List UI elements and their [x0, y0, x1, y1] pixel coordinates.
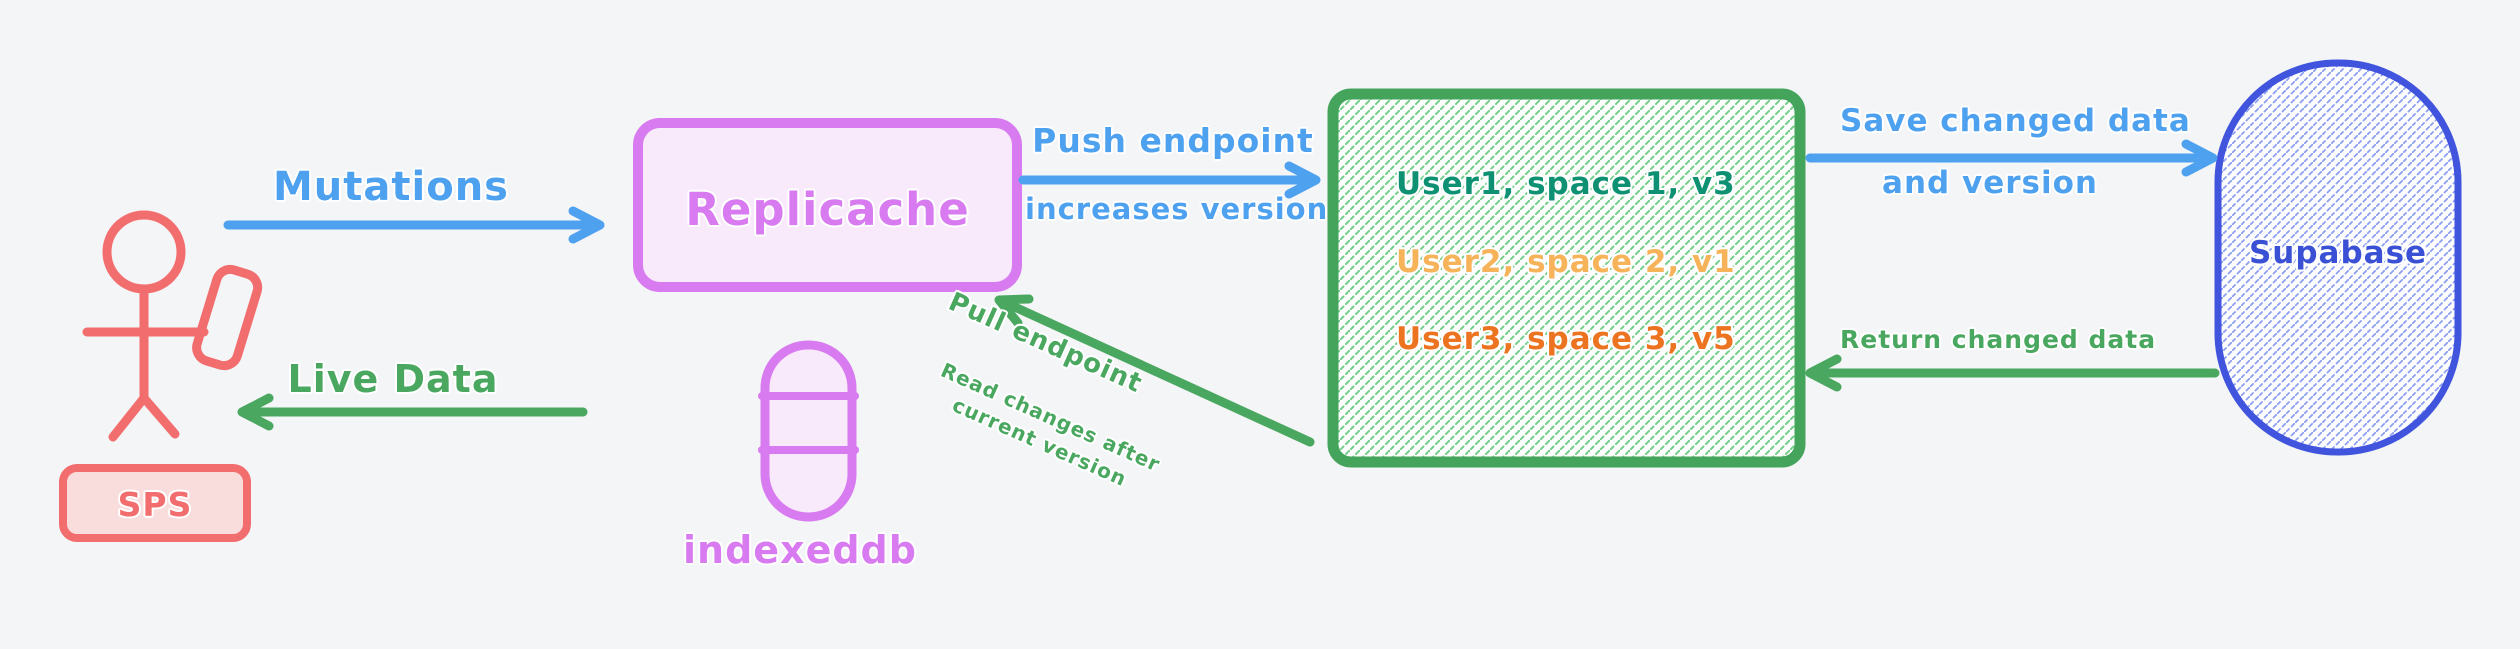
figure-head	[102, 210, 186, 294]
user-figure-icon	[82, 210, 263, 442]
save-data-label-line2: and version	[1882, 165, 2098, 201]
live-data-label: Live Data	[287, 357, 499, 401]
replicache-label: Replicache	[685, 183, 970, 236]
version-store-box	[1327, 88, 1806, 468]
mutations-label: Mutations	[273, 164, 509, 210]
phone-icon	[192, 264, 263, 371]
indexeddb-cylinder-icon	[758, 340, 859, 522]
version-row-user3: User3, space 3, v5	[1396, 321, 1736, 357]
indexeddb-label: indexeddb	[683, 528, 917, 572]
return-data-label: Return changed data	[1840, 325, 2157, 354]
version-row-user1: User1, space 1, v3	[1396, 166, 1736, 202]
version-row-user2: User2, space 2, v1	[1396, 244, 1736, 280]
pull-endpoint-arrow	[994, 294, 1315, 447]
figure-leg-right	[139, 393, 180, 439]
sps-box	[59, 464, 251, 542]
mutations-arrow	[223, 206, 605, 244]
push-endpoint-label: Push endpoint	[1032, 121, 1314, 160]
save-data-label-line1: Save changed data	[1840, 103, 2191, 139]
replicache-box	[633, 118, 1022, 292]
return-data-arrow	[1805, 354, 2220, 392]
supabase-label: Supabase	[2248, 235, 2428, 271]
push-endpoint-arrow	[1018, 161, 1321, 199]
figure-leg-left	[108, 393, 149, 442]
sps-label: SPS	[117, 485, 193, 524]
save-data-arrow	[1805, 139, 2218, 177]
supabase-pill	[2214, 59, 2462, 456]
live-data-arrow	[237, 393, 588, 431]
push-endpoint-sublabel: increases version	[1025, 192, 1329, 226]
